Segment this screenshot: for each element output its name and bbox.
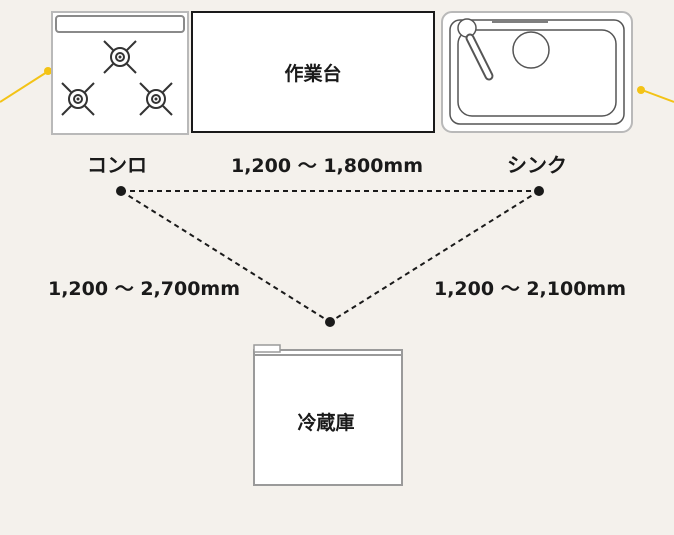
sink-label: シンク <box>507 153 567 177</box>
burner-icon <box>61 82 95 116</box>
worktop: 作業台 <box>191 11 435 133</box>
left-accent-leader <box>0 67 52 103</box>
stove-fridge-distance: 1,200 ～ 2,700mm <box>48 278 240 300</box>
burner-icon <box>103 40 137 74</box>
fridge-icon: 冷蔵庫 <box>253 344 403 486</box>
stove-label: コンロ <box>87 153 147 177</box>
sink-icon <box>441 11 633 133</box>
worktop-label: 作業台 <box>284 62 341 85</box>
stove-sink-distance: 1,200 ～ 1,800mm <box>231 155 423 177</box>
work-triangle <box>120 190 540 323</box>
sink-point <box>534 186 544 196</box>
fridge-label: 冷蔵庫 <box>297 411 354 434</box>
fridge-point <box>325 317 335 327</box>
stove-icon <box>51 11 189 135</box>
sink-fridge-line <box>329 190 540 323</box>
sink-fridge-distance: 1,200 ～ 2,100mm <box>434 278 626 300</box>
stove-point <box>116 186 126 196</box>
stove-fridge-line <box>120 190 331 323</box>
right-accent-leader <box>637 86 674 103</box>
burner-icon <box>139 82 173 116</box>
